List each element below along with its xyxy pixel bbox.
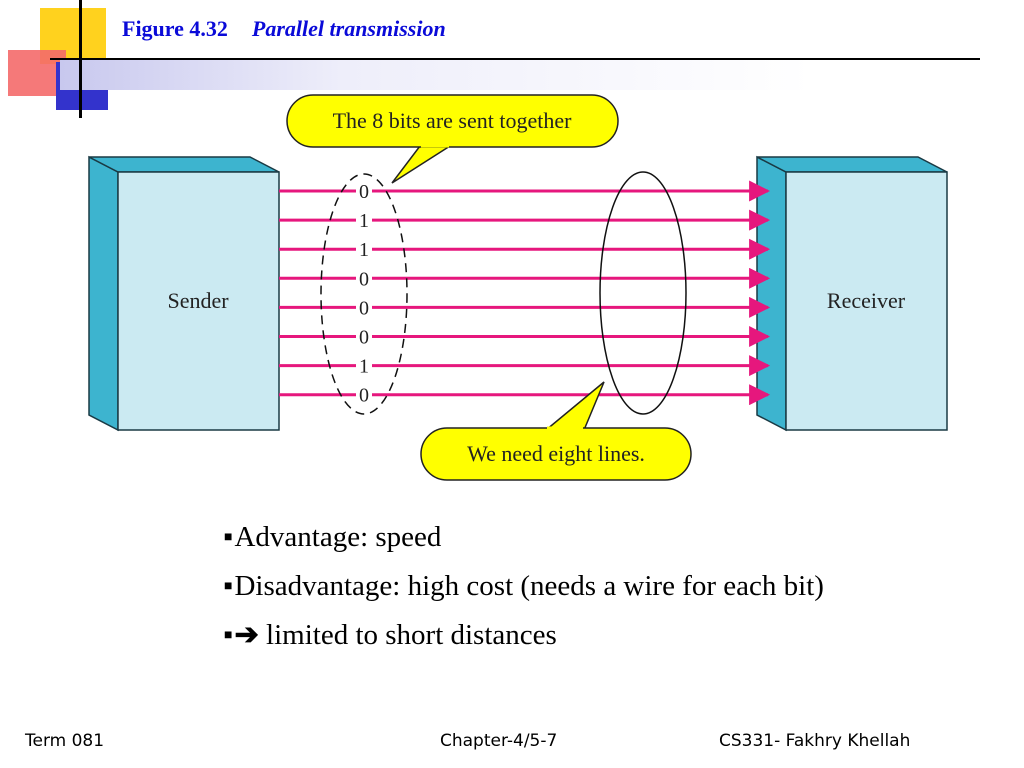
callout-top-pointer bbox=[391, 145, 453, 184]
callout-top-text: The 8 bits are sent together bbox=[333, 108, 573, 133]
sender-box-front bbox=[117, 171, 280, 431]
advantage-text: Advantage: speed bbox=[234, 521, 442, 553]
bit-background bbox=[356, 383, 372, 404]
header-gradient-bar bbox=[60, 60, 1000, 90]
sender-box-top bbox=[88, 156, 280, 173]
bit-value-1: 0 bbox=[359, 181, 369, 203]
bit-background bbox=[356, 209, 372, 230]
bullet-list: ■Advantage: speed ■Disadvantage: high co… bbox=[224, 520, 824, 667]
bullet-square-icon: ■ bbox=[224, 530, 233, 545]
bit-background bbox=[356, 354, 372, 375]
header-rule bbox=[50, 58, 980, 60]
bit-value-4: 0 bbox=[359, 268, 369, 290]
disadvantage-text: Disadvantage: high cost (needs a wire fo… bbox=[234, 570, 824, 602]
callout-bottom-text: We need eight lines. bbox=[467, 441, 645, 466]
receiver-label: Receiver bbox=[827, 288, 906, 313]
sender-box: Sender bbox=[88, 155, 280, 432]
bullet-advantage: ■Advantage: speed bbox=[224, 520, 824, 555]
callout-top-bubble bbox=[286, 94, 619, 148]
parallel-transmission-diagram: Sender Receiver 0 1 1 0 0 0 1 0 The 8 bits are … bbox=[88, 94, 948, 481]
figure-number: Figure 4.32 bbox=[122, 16, 228, 41]
bit-value-6: 0 bbox=[359, 327, 369, 349]
footer-center: Chapter-4/5-7 bbox=[440, 731, 558, 751]
bits-group-ellipse bbox=[320, 173, 408, 415]
bit-background bbox=[356, 267, 372, 288]
bit-background bbox=[356, 296, 372, 317]
bit-values: 0 1 1 0 0 0 1 0 bbox=[356, 180, 372, 407]
figure-caption: Parallel transmission bbox=[251, 16, 446, 41]
bullet-disadvantage: ■Disadvantage: high cost (needs a wire f… bbox=[224, 569, 824, 604]
bit-background bbox=[356, 325, 372, 346]
bit-value-3: 1 bbox=[359, 239, 369, 261]
callout-bottom-pointer bbox=[543, 381, 605, 431]
receiver-box-side bbox=[756, 155, 787, 432]
bullet-conclusion: ■➔ limited to short distances bbox=[224, 618, 824, 653]
bit-value-5: 0 bbox=[359, 297, 369, 319]
receiver-box-front bbox=[785, 171, 948, 431]
receiver-box-top bbox=[756, 156, 948, 173]
callout-top: The 8 bits are sent together bbox=[286, 94, 619, 184]
conclusion-text: limited to short distances bbox=[266, 619, 557, 651]
lines-group-ellipse bbox=[599, 171, 687, 415]
bit-value-2: 1 bbox=[359, 210, 369, 232]
slide-title: Figure 4.32 Parallel transmission bbox=[122, 16, 446, 42]
bit-background bbox=[356, 238, 372, 259]
transmission-lines bbox=[279, 180, 771, 406]
bullet-square-icon: ■ bbox=[224, 579, 233, 594]
right-arrow-icon: ➔ bbox=[234, 619, 259, 651]
sender-box-side bbox=[88, 155, 119, 432]
vertical-rule bbox=[79, 0, 82, 118]
receiver-box: Receiver bbox=[756, 155, 948, 432]
bit-value-8: 0 bbox=[359, 385, 369, 407]
callout-bottom: We need eight lines. bbox=[420, 381, 692, 481]
bullet-square-icon: ■ bbox=[224, 628, 233, 643]
bit-background bbox=[356, 180, 372, 200]
sender-label: Sender bbox=[167, 288, 229, 313]
bit-value-7: 1 bbox=[359, 356, 369, 378]
footer-right: CS331- Fakhry Khellah bbox=[719, 731, 911, 751]
footer-left: Term 081 bbox=[25, 731, 105, 751]
